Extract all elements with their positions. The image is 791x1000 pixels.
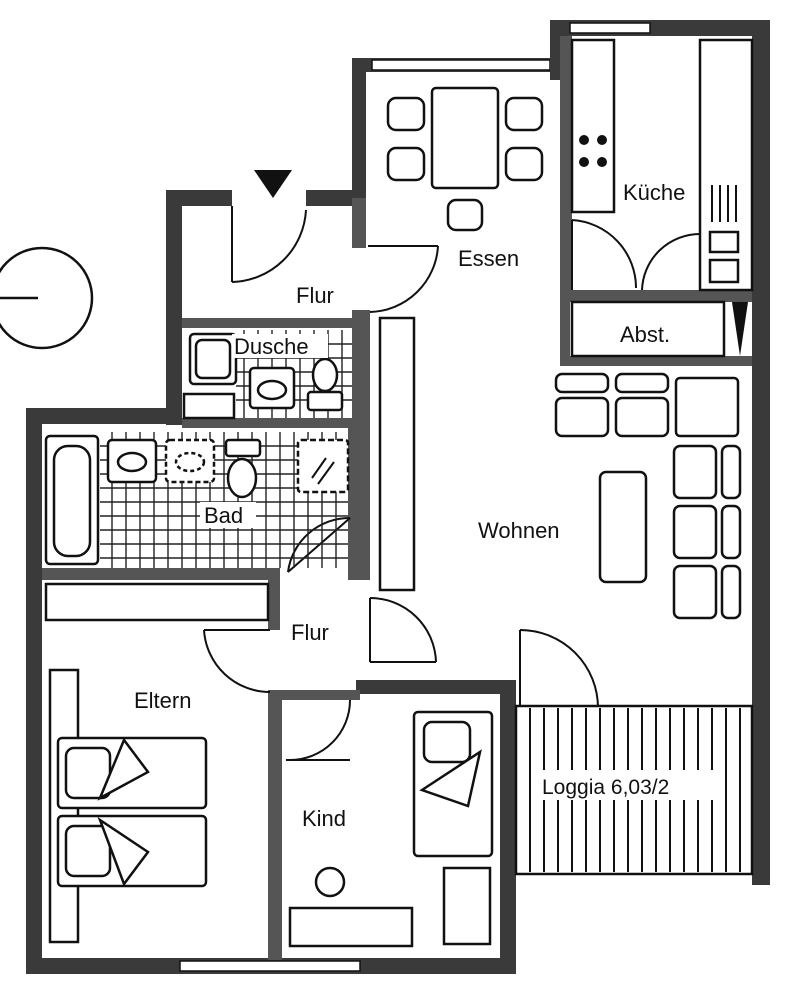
room-labels: Flur Dusche Essen Küche Abst. Bad Wohnen… <box>134 176 716 831</box>
living-furniture <box>378 316 742 620</box>
label-flur-mid: Flur <box>291 620 329 645</box>
storage-room <box>570 300 726 358</box>
kitchen-fixtures <box>570 38 754 292</box>
label-loggia: Loggia 6,03/2 <box>542 776 669 799</box>
label-eltern: Eltern <box>134 688 191 713</box>
interior-walls <box>42 36 752 960</box>
label-abst: Abst. <box>620 322 670 347</box>
bedroom-parents <box>44 582 270 944</box>
bathroom <box>44 432 350 568</box>
label-dusche: Dusche <box>234 334 309 359</box>
label-wohnen: Wohnen <box>478 518 560 543</box>
doors <box>203 206 701 761</box>
bedroom-child <box>288 710 494 948</box>
label-essen: Essen <box>458 246 519 271</box>
label-kind: Kind <box>302 806 346 831</box>
label-kueche: Küche <box>623 180 685 205</box>
exterior-walls <box>26 20 770 974</box>
label-bad: Bad <box>204 503 243 528</box>
entrance-arrow-icon <box>254 170 292 198</box>
label-flur-top: Flur <box>296 283 334 308</box>
north-compass-icon <box>0 246 94 350</box>
dining-set <box>386 86 544 232</box>
